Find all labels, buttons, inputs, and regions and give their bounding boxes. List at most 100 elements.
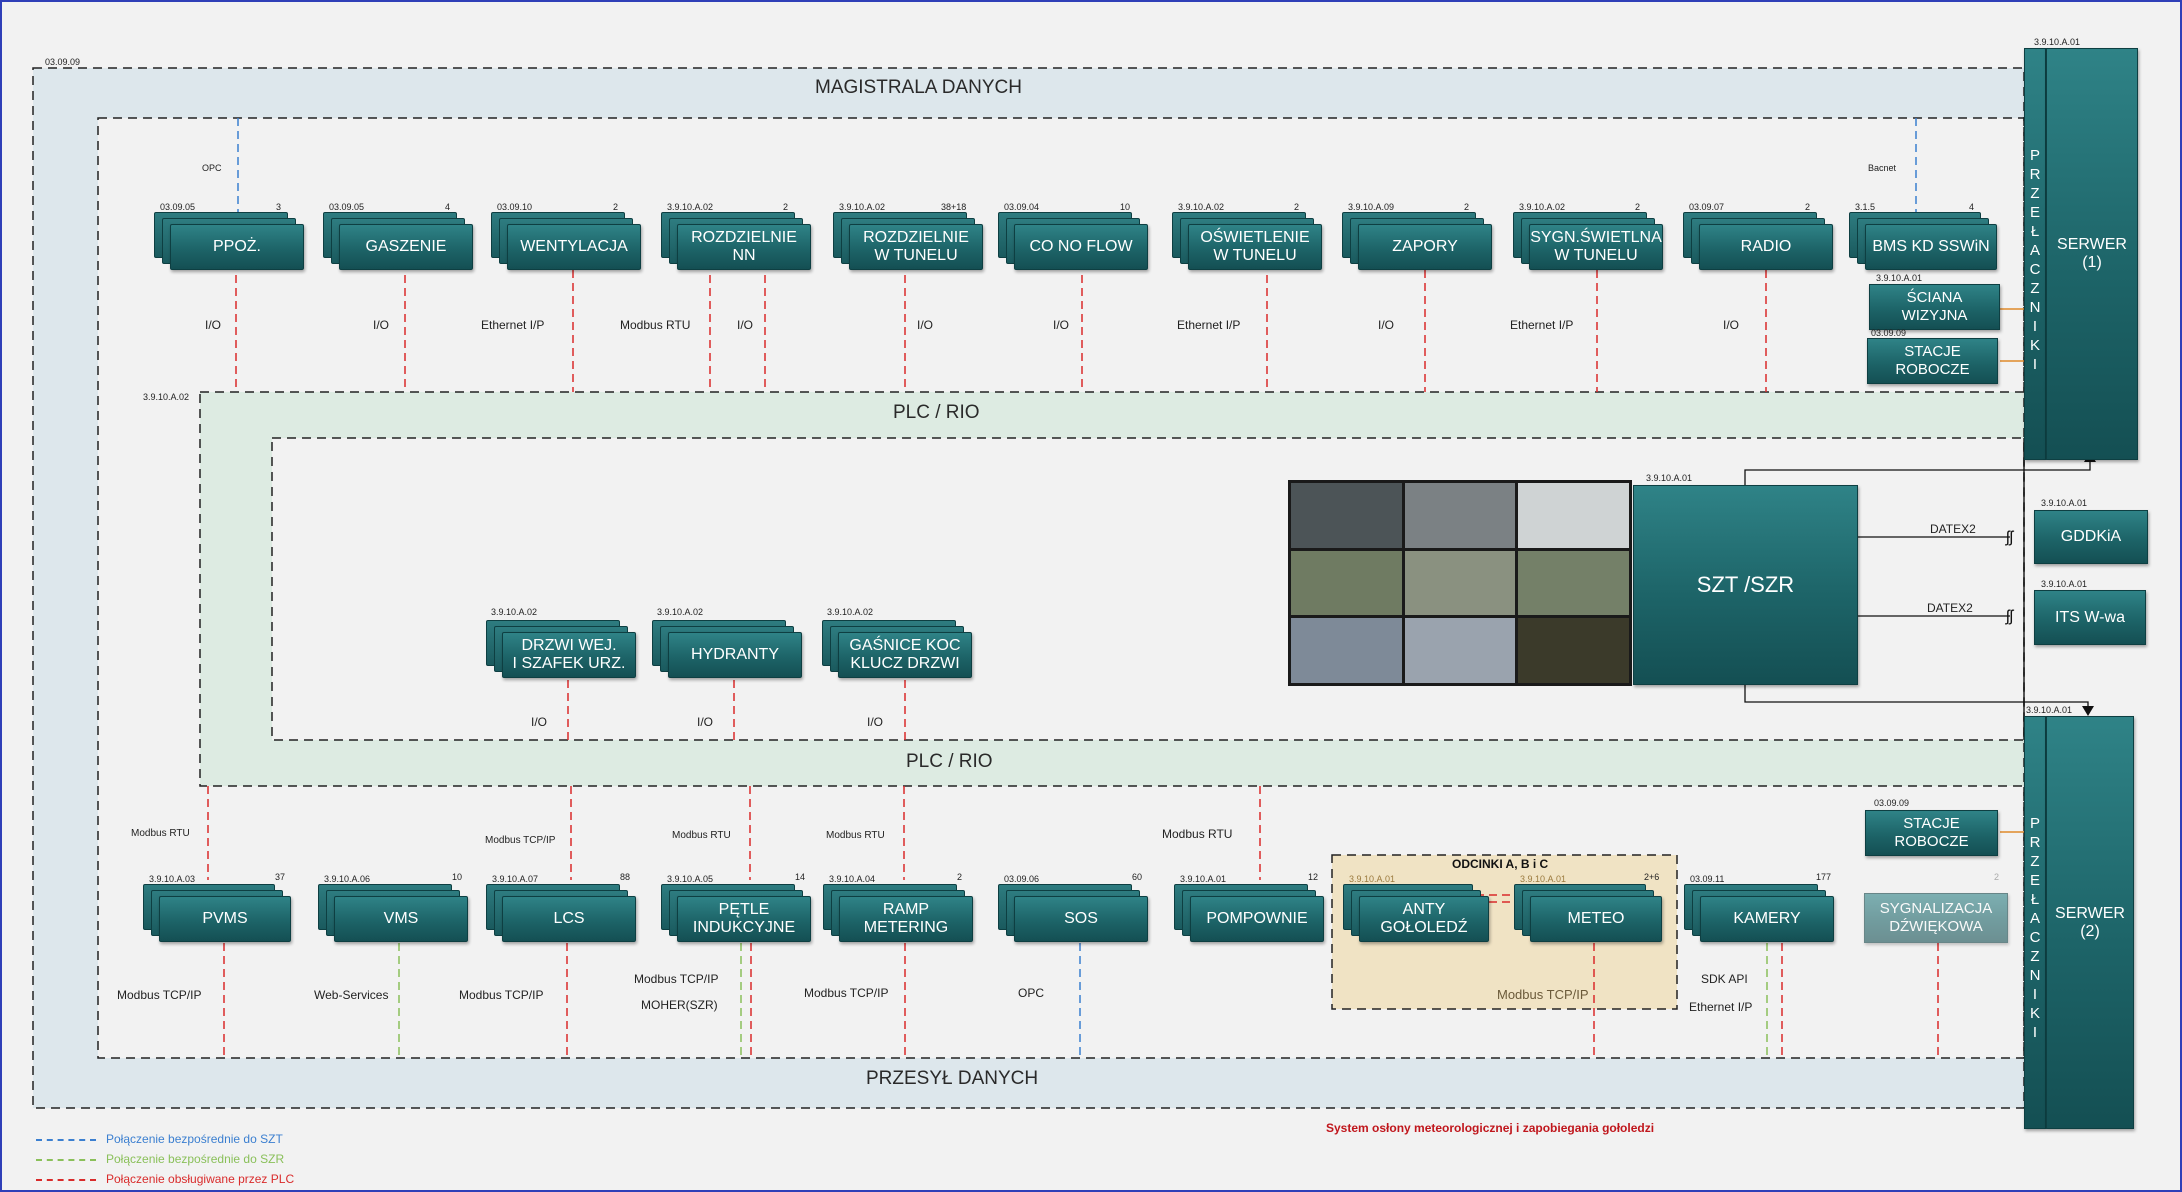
- outer-code: 03.09.09: [45, 57, 81, 67]
- bottom-box-8[interactable]: METEO: [1514, 884, 1662, 942]
- mid-box-2[interactable]: GAŚNICE KOC KLUCZ DRZWI: [822, 620, 972, 678]
- bottom-box-0[interactable]: PVMS: [143, 884, 291, 942]
- switches-1[interactable]: [2024, 48, 2046, 460]
- break-icon: ʃʃ: [2005, 608, 2015, 625]
- top-box-9-count: 2: [1805, 202, 1811, 212]
- switch-links: [2000, 308, 2024, 833]
- top-box-1-label: GASZENIE: [339, 224, 473, 270]
- top-box-2-count: 2: [613, 202, 619, 212]
- top-protocol-8: Ethernet I/P: [1510, 318, 1574, 332]
- switches-2[interactable]: [2024, 716, 2046, 1129]
- mid-box-0[interactable]: DRZWI WEJ. I SZAFEK URZ.: [486, 620, 636, 678]
- top-box-0[interactable]: PPOŻ.: [154, 212, 304, 270]
- top-box-2[interactable]: WENTYLACJA: [491, 212, 641, 270]
- bottom-box-3[interactable]: PĘTLE INDUKCYJNE: [661, 884, 811, 942]
- szt-links: [1744, 460, 2091, 712]
- bottom-box-3-label: PĘTLE INDUKCYJNE: [677, 896, 811, 942]
- bottom-lower-3: Modbus TCP/IP: [634, 972, 719, 986]
- arrow-down-icon: [2082, 706, 2094, 716]
- bottom-upper-0: Modbus RTU: [131, 828, 190, 839]
- top-box-5[interactable]: CO NO FLOW: [998, 212, 1148, 270]
- legend-text: Połączenie bezpośrednie do SZT: [106, 1132, 283, 1146]
- data-bus-inner-outline: [97, 117, 2025, 1059]
- bottom-box-2[interactable]: LCS: [486, 884, 636, 942]
- top-box-5-code: 03.09.04: [1004, 202, 1040, 212]
- bottom-box-9[interactable]: KAMERY: [1684, 884, 1834, 942]
- its-box[interactable]: ITS W-wa: [2034, 590, 2146, 645]
- top-box-0-label: PPOŻ.: [170, 224, 304, 270]
- top-box-8-label: SYGN.ŚWIETLNA W TUNELU: [1529, 224, 1663, 270]
- top-box-2-code: 03.09.10: [497, 202, 533, 212]
- plc-top-label: PLC / RIO: [893, 402, 980, 423]
- stacje2-code: 03.09.09: [1874, 798, 1910, 808]
- server2-code: 3.9.10.A.01: [2026, 705, 2073, 715]
- switches-1-label: P R Z E Ł A C Z N I K I: [2029, 147, 2041, 373]
- plc-outline: [199, 391, 2025, 787]
- top-box-6-count: 2: [1294, 202, 1300, 212]
- bottom-box-1[interactable]: VMS: [318, 884, 468, 942]
- mid-box-0-code: 3.9.10.A.02: [491, 607, 538, 617]
- top-box-7-label: ZAPORY: [1358, 224, 1492, 270]
- bottom-upper-3: Modbus RTU: [672, 830, 731, 841]
- mid-box-1[interactable]: HYDRANTY: [652, 620, 802, 678]
- bottom-box-5[interactable]: SOS: [998, 884, 1148, 942]
- bottom-box-3-count: 14: [795, 872, 806, 882]
- bottom-box-4-code: 3.9.10.A.04: [829, 874, 876, 884]
- bottom-box-4-label: RAMP METERING: [839, 896, 973, 942]
- top-box-7[interactable]: ZAPORY: [1342, 212, 1492, 270]
- bottom-box-8-label: METEO: [1530, 896, 1662, 942]
- mid-protocol-2: I/O: [867, 715, 884, 729]
- bottom-box-7[interactable]: ANTY GOŁOLEDŹ: [1343, 884, 1489, 942]
- top-box-3[interactable]: ROZDZIELNIE NN: [661, 212, 811, 270]
- bottom-box-4-count: 2: [957, 872, 963, 882]
- szr-connectors: [398, 943, 1768, 1058]
- top-box-8-code: 3.9.10.A.02: [1519, 202, 1566, 212]
- gddkia-box[interactable]: GDDKiA: [2034, 510, 2148, 564]
- top-box-7-code: 3.9.10.A.09: [1348, 202, 1395, 212]
- odcinki-title: ODCINKI A, B i C: [1452, 857, 1549, 871]
- top-box-8[interactable]: SYGN.ŚWIETLNA W TUNELU: [1513, 212, 1663, 270]
- top-box-6[interactable]: OŚWIETLENIE W TUNELU: [1172, 212, 1322, 270]
- top-box-10-label: BMS KD SSWiN: [1865, 224, 1997, 270]
- bottom-lower-1: Web-Services: [314, 988, 389, 1002]
- top-box-9-code: 03.09.07: [1689, 202, 1725, 212]
- top-box-3-label: ROZDZIELNIE NN: [677, 224, 811, 270]
- bottom-box-2-label: LCS: [502, 896, 636, 942]
- szt-connectors: [237, 118, 1917, 1058]
- video-wall-box[interactable]: ŚCIANA WIZYJNA: [1869, 284, 2000, 330]
- legend-item: Połączenie obsługiwane przez PLC: [36, 1172, 294, 1186]
- plc-bottom-label: PLC / RIO: [906, 751, 993, 772]
- bottom-box-8-count: 2+6: [1644, 872, 1660, 882]
- bottom-box-4[interactable]: RAMP METERING: [823, 884, 973, 942]
- top-box-9[interactable]: RADIO: [1683, 212, 1833, 270]
- top-box-1[interactable]: GASZENIE: [323, 212, 473, 270]
- bottom-lower-4: Modbus TCP/IP: [804, 986, 889, 1000]
- top-box-5-count: 10: [1120, 202, 1131, 212]
- sound-signaling-box[interactable]: SYGNALIZACJA DŹWIĘKOWA: [1864, 893, 2008, 943]
- top-box-10[interactable]: BMS KD SSWiN: [1849, 212, 1997, 270]
- its-code: 3.9.10.A.01: [2041, 579, 2088, 589]
- server-2[interactable]: SERWER (2): [2046, 716, 2134, 1129]
- top-protocol-7: I/O: [1378, 318, 1395, 332]
- legend-item: Połączenie bezpośrednie do SZR: [36, 1152, 284, 1166]
- plc-inner-outline: [271, 437, 2025, 741]
- top-box-4[interactable]: ROZDZIELNIE W TUNELU: [833, 212, 983, 270]
- top-box-7-count: 2: [1464, 202, 1470, 212]
- workstations-2-box[interactable]: STACJE ROBOCZE: [1865, 810, 1998, 856]
- bottom-box-8-code: 3.9.10.A.01: [1520, 874, 1567, 884]
- top-protocol-3b: I/O: [737, 318, 754, 332]
- top-protocol-0: I/O: [205, 318, 222, 332]
- bottom-box-6[interactable]: POMPOWNIE: [1174, 884, 1324, 942]
- server1-code: 3.9.10.A.01: [2034, 37, 2081, 47]
- mid-protocol-0: I/O: [531, 715, 548, 729]
- sciana-code: 3.9.10.A.01: [1876, 273, 1923, 283]
- szt-szr-box[interactable]: SZT /SZR: [1633, 485, 1858, 685]
- top-protocol-6: Ethernet I/P: [1177, 318, 1241, 332]
- top-box-4-count: 38+18: [941, 202, 967, 212]
- top-box-3-code: 3.9.10.A.02: [667, 202, 714, 212]
- top-box-3-count: 2: [783, 202, 789, 212]
- workstations-box[interactable]: STACJE ROBOCZE: [1867, 338, 1998, 384]
- server-1[interactable]: SERWER (1): [2046, 48, 2138, 460]
- bottom-box-9-label: KAMERY: [1700, 896, 1834, 942]
